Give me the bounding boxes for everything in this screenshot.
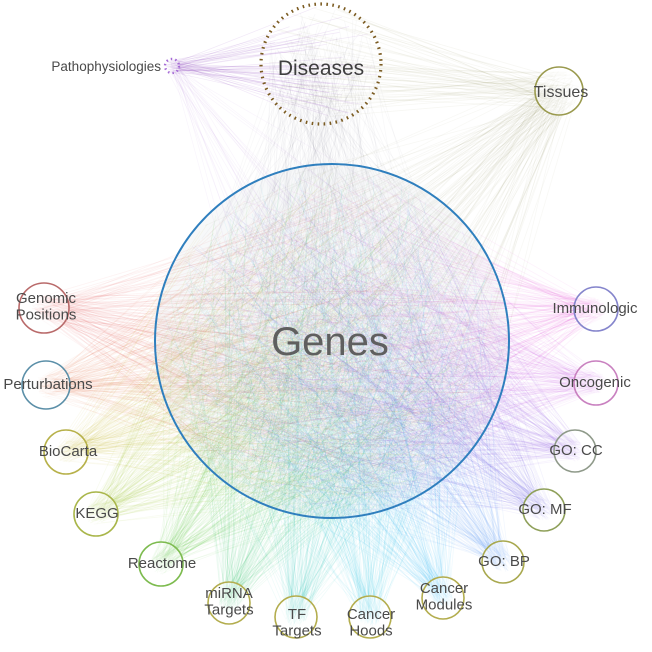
node-label-oncogenic: Oncogenic — [559, 374, 631, 391]
edge-bundle-reactome-genes — [150, 172, 484, 575]
node-label-biocarta: BioCarta — [39, 443, 98, 460]
node-circle-biocarta[interactable] — [43, 429, 89, 475]
node-label-pathophysiologies: Pathophysiologies — [51, 59, 161, 74]
edge-bundle-cancer_hoods-genes — [179, 176, 504, 628]
node-immunologic: Immunologic — [552, 286, 638, 332]
node-label-perturbations: Perturbations — [3, 376, 92, 393]
node-pathophysiologies: Pathophysiologies — [51, 57, 181, 75]
node-circle-genes[interactable] — [154, 163, 510, 519]
edge-bundle-genomic_positions-genes — [31, 175, 479, 498]
edge-bundle-cancer_modules-genes — [163, 177, 493, 608]
node-go_mf: GO: MF — [518, 488, 572, 532]
node-kegg: KEGG — [73, 491, 119, 537]
node-circle-tf_targets[interactable] — [274, 595, 318, 639]
node-circle-reactome[interactable] — [138, 541, 184, 587]
node-diseases: Diseases — [259, 2, 383, 126]
node-circle-oncogenic[interactable] — [573, 360, 619, 406]
node-circle-cancer_hoods[interactable] — [348, 595, 392, 639]
node-circle-perturbations[interactable] — [21, 360, 71, 410]
node-tissues: Tissues — [534, 66, 589, 116]
edge-bundles — [31, 6, 607, 628]
node-circle-genomic_positions[interactable] — [18, 282, 70, 334]
node-genes: Genes — [154, 163, 510, 519]
edge-bundle-kegg-genes — [85, 172, 493, 525]
node-label-immunologic: Immunologic — [552, 300, 638, 317]
node-reactome: Reactome — [128, 541, 196, 587]
edge-bundle-go_bp-genes — [160, 176, 514, 573]
node-circle-mirna_targets[interactable] — [207, 581, 251, 625]
node-circle-go_bp[interactable] — [481, 540, 525, 584]
edge-bundle-biocarta-genes — [55, 171, 489, 504]
node-label-go_bp: GO: BP — [478, 553, 530, 570]
node-label-go_mf: GO: MF — [518, 501, 571, 518]
node-circle-go_cc[interactable] — [553, 429, 597, 473]
edge-bundle-oncogenic-genes — [188, 180, 607, 500]
node-circle-cancer_modules[interactable] — [421, 576, 465, 620]
edge-bundle-tf_targets-genes — [163, 178, 499, 628]
edge-bundle-mirna_targets-genes — [169, 173, 485, 614]
node-label-genes: Genes — [271, 320, 389, 364]
node-label-reactome: Reactome — [128, 555, 196, 572]
node-circle-immunologic[interactable] — [573, 286, 619, 332]
node-go_bp: GO: BP — [478, 540, 530, 584]
node-oncogenic: Oncogenic — [559, 360, 631, 406]
edge-bundle-immunologic-genes — [165, 172, 606, 499]
node-label-kegg: KEGG — [75, 505, 118, 522]
edge-bundle-pathophysiologies-diseases — [165, 6, 378, 116]
node-circle-diseases[interactable] — [259, 2, 383, 126]
edge-bundle-tissues-genes — [160, 71, 580, 508]
node-perturbations: Perturbations — [3, 360, 93, 410]
edge-bundle-tissues-diseases — [269, 8, 579, 117]
edge-bundle-go_mf-genes — [162, 178, 554, 521]
edge-bundle-go_cc-genes — [166, 173, 586, 506]
node-label-diseases: Diseases — [278, 57, 364, 80]
node-circle-tissues[interactable] — [534, 66, 584, 116]
edge-bundle-perturbations-genes — [35, 177, 500, 504]
nodes: Genes Diseases PathophysiologiesTissuesGen… — [3, 2, 638, 639]
node-biocarta: BioCarta — [39, 429, 98, 475]
node-label-go_cc: GO: CC — [549, 442, 603, 459]
node-circle-go_mf[interactable] — [522, 488, 566, 532]
edge-bundle-pathophysiologies-genes — [165, 59, 469, 485]
node-go_cc: GO: CC — [549, 429, 603, 473]
node-circle-pathophysiologies[interactable] — [163, 57, 181, 75]
node-label-tissues: Tissues — [534, 84, 589, 101]
node-circle-kegg[interactable] — [73, 491, 119, 537]
